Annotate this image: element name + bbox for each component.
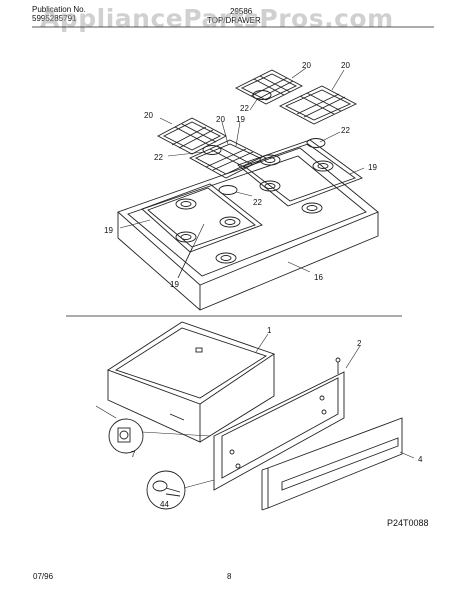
grate-back-left	[235, 69, 303, 105]
page-number: 8	[227, 572, 232, 581]
callout-22: 22	[341, 126, 350, 135]
leader-lines-top	[119, 67, 365, 279]
cooktop	[117, 147, 379, 311]
callout-19: 19	[368, 163, 377, 172]
leader-lines-bottom	[95, 333, 415, 489]
callout-19: 19	[170, 280, 179, 289]
callout-22: 22	[253, 198, 262, 207]
section-title: TOP/DRAWER	[207, 16, 261, 25]
drawer	[107, 321, 275, 443]
drawer-front	[261, 417, 403, 511]
footer-date: 07/96	[33, 572, 54, 581]
publication-number: 5995285791	[32, 14, 77, 23]
callout-20: 20	[216, 115, 225, 124]
screw-detail	[146, 470, 186, 510]
callout-20: 20	[341, 61, 350, 70]
callout-19: 19	[104, 226, 113, 235]
callout-20: 20	[302, 61, 311, 70]
grate-back-right	[278, 85, 358, 125]
callout-19: 19	[236, 115, 245, 124]
callout-1: 1	[267, 326, 272, 335]
burner-caps	[202, 90, 326, 195]
callout-2: 2	[357, 339, 362, 348]
callout-16: 16	[314, 273, 323, 282]
roller-detail	[108, 418, 144, 454]
diagram-code: P24T0088	[387, 518, 429, 528]
drip-pan-right	[237, 139, 363, 207]
publication-label: Publication No.	[32, 5, 86, 14]
callout-22: 22	[154, 153, 163, 162]
burner-wells	[175, 154, 334, 264]
callout-4: 4	[418, 455, 423, 464]
drawer-support	[213, 357, 345, 491]
watermark: AppliancePartsPros.com	[40, 4, 394, 33]
callout-20: 20	[144, 111, 153, 120]
model-number: 29586	[230, 7, 253, 16]
callout-7: 7	[131, 450, 136, 459]
callout-22: 22	[240, 104, 249, 113]
grate-front-right	[188, 139, 268, 179]
callout-44: 44	[160, 500, 169, 509]
